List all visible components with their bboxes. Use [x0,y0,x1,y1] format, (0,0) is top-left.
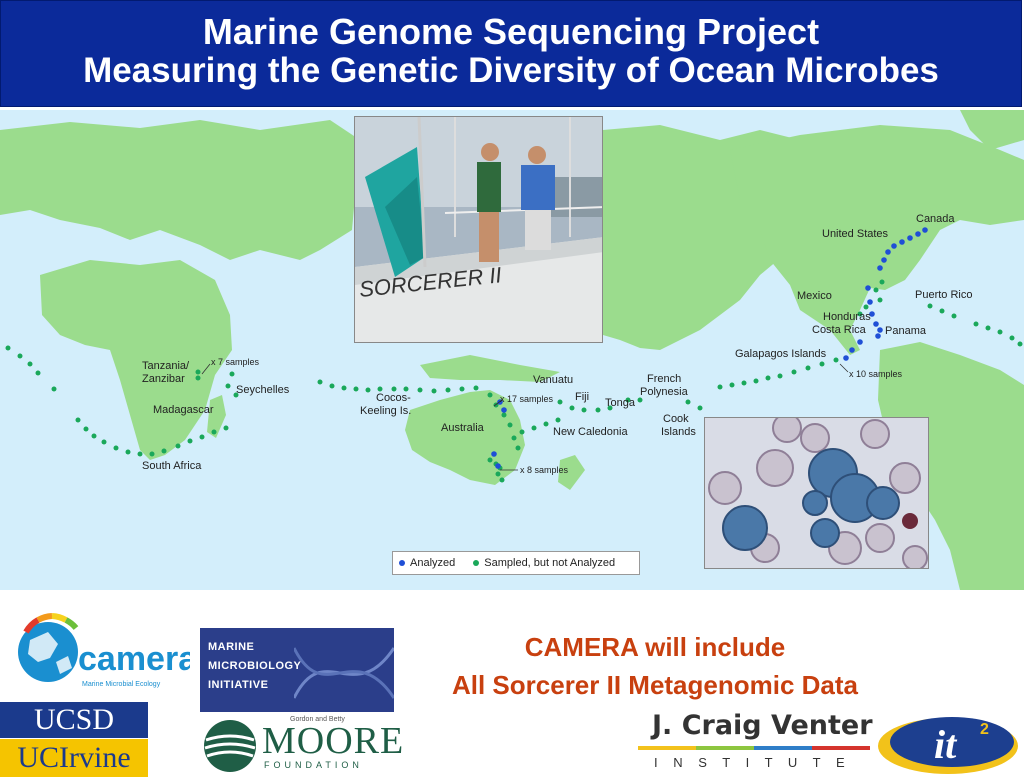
dna-icon [294,647,394,699]
it2-icon: it 2 [878,717,1018,774]
title-banner: Marine Genome Sequencing Project Measuri… [0,0,1022,107]
landmass-eurasia-west [0,120,360,260]
label-fiji: Fiji [575,391,590,403]
label-polynesia: Polynesia [640,386,688,398]
label-french: French [647,373,682,385]
mmi-line-2: MICROBIOLOGY [208,660,302,672]
label-islands: Islands [661,426,696,438]
map-legend: Analyzed Sampled, but not Analyzed [392,551,640,575]
label-tanzania: Tanzania/ [142,360,190,372]
camera-note: CAMERA will include All Sorcerer II Meta… [400,628,910,704]
moore-foundation-logo: Gordon and Betty MOORE FOUNDATION [200,714,403,774]
map-graphic [0,110,1024,590]
legend-analyzed: Analyzed [410,557,456,569]
moore-foundation-text: FOUNDATION [264,760,363,770]
boat-illustration: SORCERER II [355,117,602,342]
mmi-line-1: MARINE [208,641,255,653]
jcvi-logo: J. Craig Venter I N S T I T U T E [638,708,873,774]
calit2-logo: it 2 [876,706,1024,777]
label-australia: Australia [441,422,484,434]
svg-text:2: 2 [980,721,989,738]
title-line-1: Marine Genome Sequencing Project [202,11,820,52]
landmass-madagascar [207,395,226,438]
label-zanzibar: Zanzibar [142,373,185,385]
it2-wordmark: it [934,722,958,767]
label-costa-rica: Costa Rica [812,324,866,336]
label-united-states: United States [822,228,889,240]
label-x8-samples: x 8 samples [520,465,569,475]
landmass-australia [405,390,525,485]
label-madagascar: Madagascar [153,404,214,416]
landmass-se-asia [420,355,560,382]
sampled-dots [5,279,1023,483]
title-line-2: Measuring the Genetic Diversity of Ocean… [83,51,939,90]
cells-illustration [705,418,928,568]
landmass-south-america [878,342,1024,590]
note-line-1: CAMERA will include [524,632,786,662]
label-panama: Panama [885,325,926,337]
label-tonga: Tonga [605,397,635,409]
label-cocos: Cocos- [376,392,411,404]
camera-logo: camera Marine Microbial Ecology [8,610,198,690]
note-line-2: All Sorcerer II Metagenomic Data [451,670,859,700]
label-keeling: Keeling Is. [360,405,412,417]
label-x7-samples: x 7 samples [211,357,260,367]
landmass-north-america [730,125,1024,355]
label-galapagos: Galapagos Islands [735,348,827,360]
analyzed-dot-icon [399,560,405,566]
moore-globe-icon [204,720,256,772]
camera-wordmark: camera [78,640,190,678]
microscopy-image [704,417,929,569]
label-cook: Cook [663,413,689,425]
jcvi-institute-text: I N S T I T U T E [654,755,851,770]
ucsd-logo: UCSD [0,702,148,738]
label-seychelles: Seychelles [236,384,290,396]
label-honduras: Honduras [823,311,871,323]
label-new-caledonia: New Caledonia [553,426,628,438]
moore-small-text: Gordon and Betty [290,716,345,723]
jcvi-color-bar [638,746,870,750]
moore-wordmark: MOORE [262,720,405,762]
callout-lines [201,363,849,471]
mmi-logo: MARINE MICROBIOLOGY INITIATIVE [200,628,394,712]
mmi-line-3: INITIATIVE [208,679,269,691]
landmass-new-zealand [558,455,585,490]
camera-globe-icon: camera Marine Microbial Ecology [18,613,198,688]
label-x10-samples: x 10 samples [849,369,903,379]
label-x17-samples: x 17 samples [500,394,554,404]
label-south-africa: South Africa [142,460,202,472]
label-vanuatu: Vanuatu [533,374,574,386]
landmass-greenland [960,110,1024,150]
legend-sampled: Sampled, but not Analyzed [484,557,616,569]
camera-subtitle: Marine Microbial Ecology [82,681,161,688]
sampled-dot-icon [473,560,480,566]
label-puerto-rico: Puerto Rico [915,289,973,301]
analyzed-dots [491,227,928,469]
landmass-africa [40,260,232,460]
jcvi-wordmark: J. Craig Venter [652,710,873,741]
sorcerer-boat-photo: SORCERER II [354,116,603,343]
ucirvine-logo: UCIrvine [0,739,148,777]
label-mexico: Mexico [797,290,832,302]
label-canada: Canada [916,213,955,225]
continents [0,110,1024,590]
